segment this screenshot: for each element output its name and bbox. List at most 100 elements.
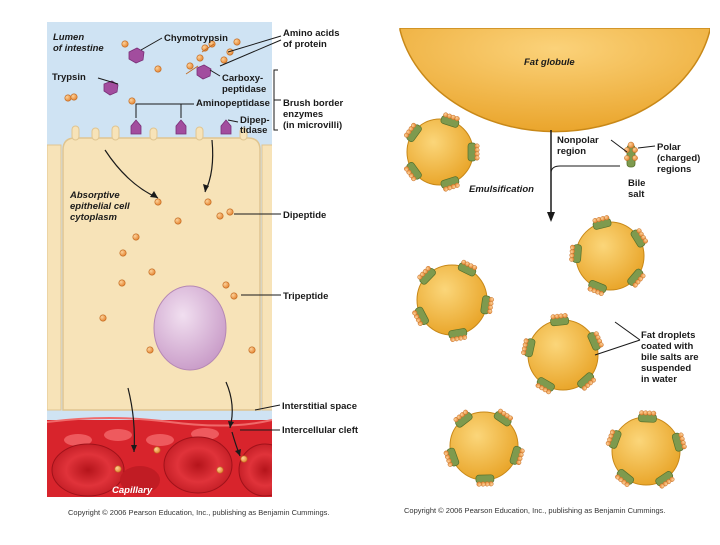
fat-droplet — [605, 410, 687, 489]
carboxypeptidase-label: Carboxy-peptidase — [222, 73, 266, 95]
bile-salt — [671, 432, 687, 452]
bile-salt — [457, 259, 478, 277]
bile-salt — [404, 122, 422, 142]
dipeptidase-enzyme — [220, 119, 232, 135]
amino-acid-molecule — [226, 48, 234, 56]
amino-acid-molecule — [220, 56, 228, 64]
enzymes — [103, 47, 232, 135]
interstitial-label: Interstitial space — [282, 401, 357, 412]
bile-salt — [587, 331, 604, 351]
bile-salt — [577, 372, 596, 391]
bile-salt — [615, 468, 635, 487]
bile-salt — [587, 280, 607, 296]
amino-acid-molecule — [216, 212, 224, 220]
amino-acid-molecule — [226, 208, 234, 216]
amino-acid-molecule — [233, 38, 241, 46]
epithelial-cells — [47, 125, 272, 411]
fat-droplet — [521, 313, 604, 395]
dipeptide-label: Dipeptide — [283, 210, 326, 221]
chymotrypsin-enzyme — [128, 47, 145, 64]
nucleus — [153, 285, 227, 371]
bile-salt — [467, 142, 480, 162]
bile-salt — [550, 313, 570, 327]
amino-acid-molecule — [248, 346, 256, 354]
polar-label: Polar(charged)regions — [657, 142, 700, 175]
amino-acid-molecule — [208, 40, 216, 48]
right-panel — [399, 28, 710, 489]
emulsification-label: Emulsification — [469, 184, 534, 195]
left-copyright: Copyright © 2006 Pearson Education, Inc.… — [68, 508, 330, 517]
right-leader-lines — [594, 139, 656, 356]
bile-salt — [630, 228, 648, 248]
bile-salt — [638, 410, 657, 423]
bile-salt — [412, 306, 429, 326]
bile-salt — [535, 377, 555, 395]
amino-acid-molecule — [128, 97, 136, 105]
amino-acid-molecule — [119, 249, 127, 257]
amino-acid-molecule — [146, 346, 154, 354]
dipeptidase-label: Dipep-tidase — [240, 115, 270, 136]
chymotrypsin-label: Chymotrypsin — [164, 33, 228, 44]
bile-salt — [440, 176, 460, 192]
trypsin-enzyme — [103, 80, 119, 96]
amino-acid-molecule — [154, 65, 162, 73]
red-blood-cell — [51, 443, 125, 497]
bile-salt — [569, 244, 582, 264]
amino-acid-molecule — [174, 217, 182, 225]
amino-acid-molecule — [118, 279, 126, 287]
absorptive-cell — [62, 137, 261, 411]
bile-salt — [509, 445, 525, 466]
trypsin-label: Trypsin — [52, 72, 86, 83]
amino-acid-molecule — [153, 446, 161, 454]
tripeptide-label: Tripeptide — [283, 291, 328, 302]
fat-droplets — [404, 112, 687, 489]
amino-acid-molecule — [114, 465, 122, 473]
capillary-label: Capillary — [112, 485, 153, 496]
fat-globule — [399, 28, 710, 133]
bile-salt — [404, 162, 422, 182]
bile-salt — [448, 328, 468, 342]
left-panel — [47, 22, 272, 497]
amino-acid-molecule — [222, 281, 230, 289]
fat-droplet — [412, 259, 494, 342]
amino-acid-molecule — [121, 40, 129, 48]
peptide-bond — [201, 43, 215, 53]
amino-acid-molecules — [64, 38, 256, 474]
amino-acid-molecule — [64, 94, 72, 102]
amino-acid-molecule — [230, 292, 238, 300]
bile-salt — [475, 474, 495, 487]
bile-salt — [655, 471, 675, 489]
amino-acid-molecule — [132, 233, 140, 241]
intercellular-label: Intercellular cleft — [282, 425, 359, 436]
aminopeptidase-label: Aminopeptidase — [196, 98, 270, 109]
amino-acid-molecule — [216, 466, 224, 474]
aminopeptidase-enzyme — [175, 119, 187, 135]
red-blood-cell — [238, 443, 272, 497]
fat-droplet — [404, 112, 480, 192]
amino-acid-molecule — [154, 198, 162, 206]
amino-acid-molecule — [148, 268, 156, 276]
bile-salt — [453, 409, 473, 428]
bile-salt — [592, 215, 612, 230]
emulsification-arrow — [547, 130, 620, 222]
bile-salt — [480, 295, 494, 315]
carboxypeptidase-enzyme — [196, 64, 212, 80]
fat-droplet — [443, 408, 525, 487]
bile-salt-detail — [624, 141, 638, 168]
bile-salt — [440, 112, 460, 128]
amino-acid-molecule — [99, 314, 107, 322]
red-blood-cell — [163, 436, 233, 494]
amino-acid-molecule — [70, 93, 78, 101]
bile-salt — [605, 429, 622, 449]
bile-salt — [521, 338, 536, 358]
amino-acid-molecule — [186, 62, 194, 70]
